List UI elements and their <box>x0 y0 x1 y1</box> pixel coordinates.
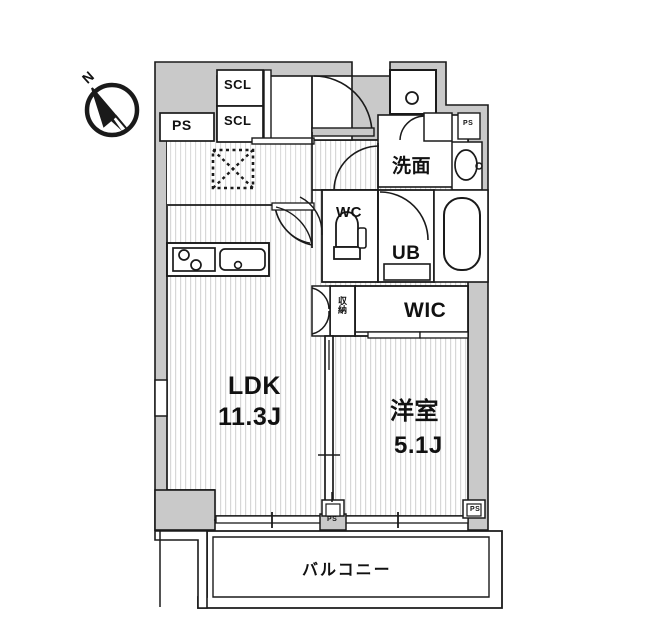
balcony-area <box>154 530 503 609</box>
washroom-label: 洗面 <box>392 156 432 177</box>
unit-bath-label: UB <box>392 243 421 264</box>
toilet-label: WC <box>336 204 362 221</box>
balcony-label: バルコニー <box>302 562 392 579</box>
ldk-area-label: 11.3J <box>218 403 282 431</box>
ldk-door <box>271 202 315 248</box>
scl-label-top: SCL <box>224 77 252 92</box>
ps-label-balcony-center: PS <box>327 516 338 523</box>
toilet-room <box>275 189 379 283</box>
ceiling-hatch-marker <box>211 148 255 190</box>
wic-room <box>354 285 469 339</box>
entry-door <box>311 75 375 137</box>
storage-label: 収納 <box>337 296 347 314</box>
left-windows <box>154 379 168 417</box>
ps-label-top-right: PS <box>463 120 474 127</box>
wall-notch-bottom-left <box>154 489 216 531</box>
washroom-zone <box>312 69 483 191</box>
western-room-area-label: 5.1J <box>394 432 443 459</box>
shoe-closets <box>216 69 272 143</box>
wic-label: WIC <box>404 299 447 322</box>
storage-closet <box>311 285 356 337</box>
compass-rose <box>84 82 140 138</box>
ps-label-balcony-right: PS <box>470 506 481 513</box>
bottom-windows <box>214 492 486 531</box>
unit-bath-room <box>377 189 489 283</box>
kitchen-counter <box>166 242 270 277</box>
ps-box-left <box>159 112 215 142</box>
ps-label-main: PS <box>172 117 192 133</box>
scl-label-bottom: SCL <box>224 113 252 128</box>
western-room-label: 洋室 <box>390 398 439 425</box>
ldk-label: LDK <box>228 372 281 400</box>
